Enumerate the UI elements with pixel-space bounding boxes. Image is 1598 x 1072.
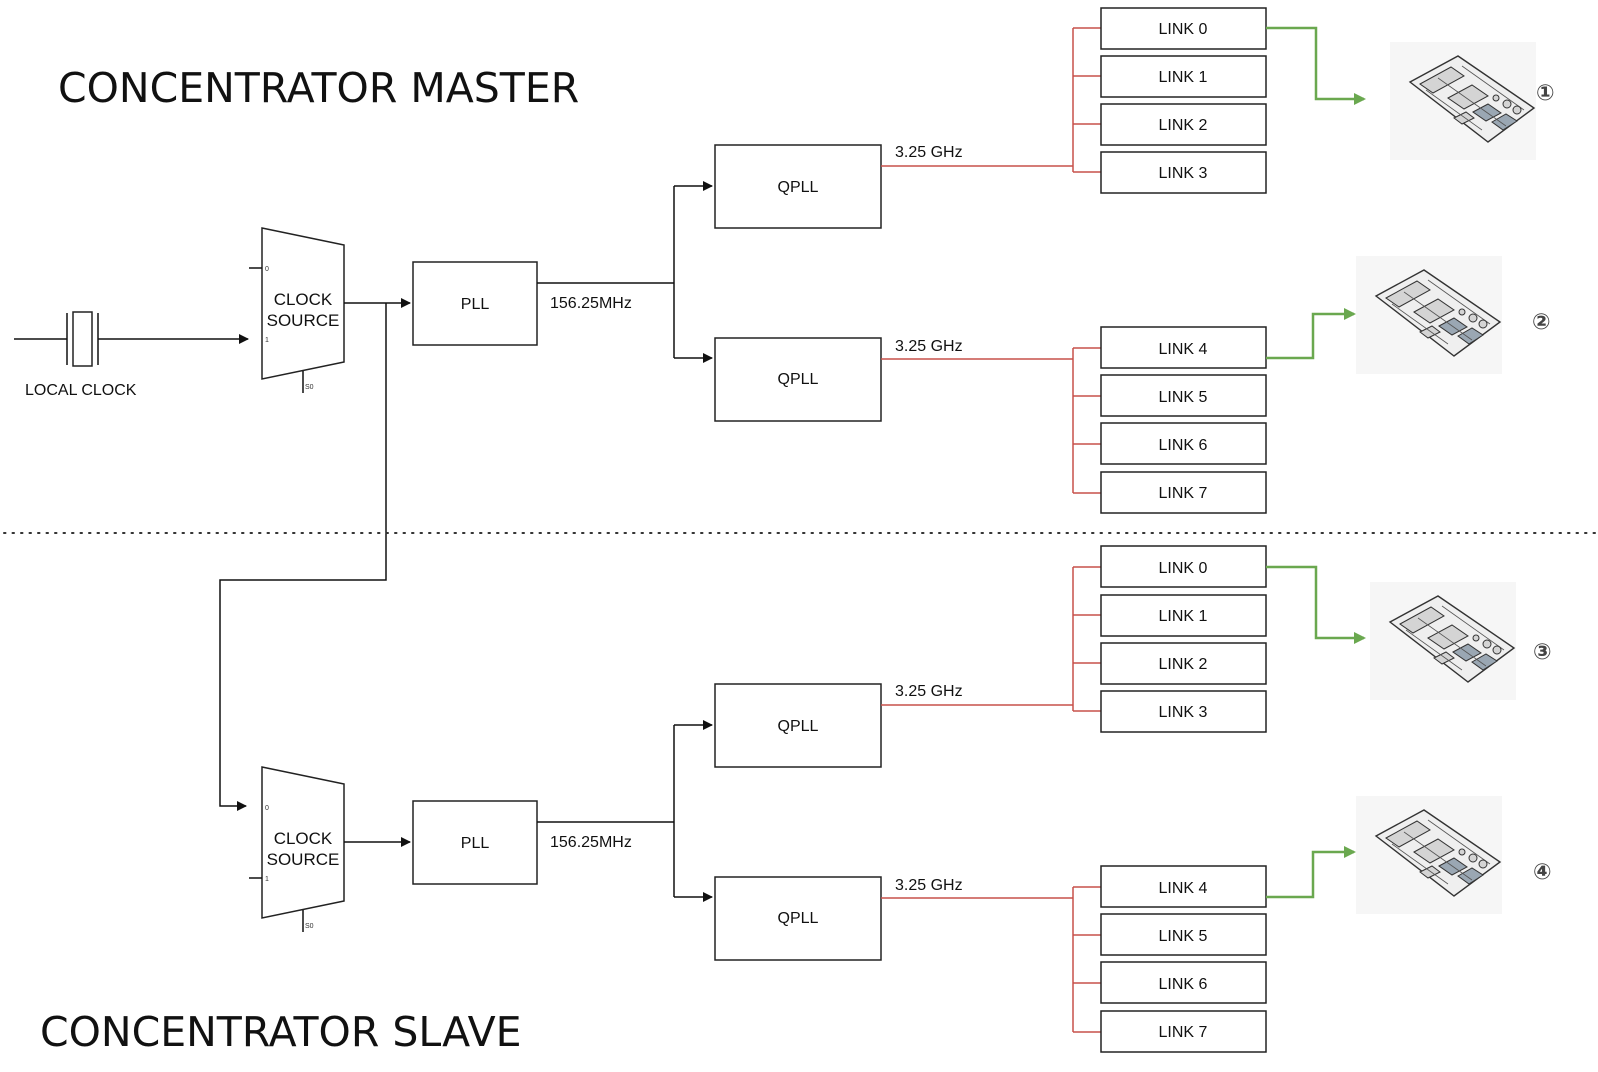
slave-qpll-bottom-freq: 3.25 GHz [895,877,963,894]
crystal-oscillator-icon [14,312,248,366]
slave-link-1: LINK 1 [1101,595,1266,636]
master-board-1-link [1266,28,1364,99]
slave-pll-label: PLL [461,835,490,852]
board-number-4: ④ [1533,860,1552,885]
master-mux-pin-0: 0 [265,266,269,273]
board-number-2: ② [1532,310,1551,335]
slave-board-3-link [1266,567,1364,638]
circuit-board-icon [1356,256,1502,374]
slave-qpll-bottom-label: QPLL [778,910,819,927]
slave-link-6: LINK 6 [1101,962,1266,1003]
slave-link-6-label: LINK 6 [1159,976,1208,993]
master-link-1-label: LINK 1 [1159,69,1208,86]
master-clock-source-label-2: SOURCE [267,311,340,330]
master-link-6: LINK 6 [1101,423,1266,464]
master-mux-pin-s0: S0 [305,384,314,391]
slave-link-2: LINK 2 [1101,643,1266,684]
master-link-2-label: LINK 2 [1159,117,1208,134]
slave-link-0-label: LINK 0 [1159,560,1208,577]
master-clock-source-mux: 0 1 S0 CLOCK SOURCE [249,228,344,393]
master-clock-source-label-1: CLOCK [274,290,333,309]
slave-clock-source-label-2: SOURCE [267,850,340,869]
master-link-3: LINK 3 [1101,152,1266,193]
master-qpll-top-label: QPLL [778,179,819,196]
master-link-4-label: LINK 4 [1159,341,1208,358]
slave-link-5: LINK 5 [1101,914,1266,955]
master-board-2-link [1266,314,1354,358]
master-qpll-bottom-label: QPLL [778,371,819,388]
slave-pll-freq-label: 156.25MHz [550,834,632,851]
master-link-5-label: LINK 5 [1159,389,1208,406]
slave-title: CONCENTRATOR SLAVE [40,1008,522,1056]
slave-link-2-label: LINK 2 [1159,656,1208,673]
master-fanout-bottom [881,348,1101,493]
slave-fanout-bottom [881,887,1101,1032]
master-qpll-top-freq: 3.25 GHz [895,144,963,161]
master-link-1: LINK 1 [1101,56,1266,97]
slave-link-3: LINK 3 [1101,691,1266,732]
master-link-0-label: LINK 0 [1159,21,1208,38]
master-title: CONCENTRATOR MASTER [58,64,579,112]
master-link-4: LINK 4 [1101,327,1266,368]
slave-mux-pin-s0: S0 [305,923,314,930]
slave-link-4: LINK 4 [1101,866,1266,907]
master-link-7: LINK 7 [1101,472,1266,513]
local-clock-label: LOCAL CLOCK [25,382,137,399]
circuit-board-icon [1370,582,1516,700]
master-link-3-label: LINK 3 [1159,165,1208,182]
slave-clock-source-mux: 0 1 S0 CLOCK SOURCE [249,767,344,932]
master-qpll-bottom-freq: 3.25 GHz [895,338,963,355]
master-pll-label: PLL [461,296,490,313]
slave-link-1-label: LINK 1 [1159,608,1208,625]
slave-board-4-link [1266,852,1354,897]
slave-link-7: LINK 7 [1101,1011,1266,1052]
slave-link-7-label: LINK 7 [1159,1024,1208,1041]
master-link-2: LINK 2 [1101,104,1266,145]
slave-link-3-label: LINK 3 [1159,704,1208,721]
master-link-5: LINK 5 [1101,375,1266,416]
slave-link-0: LINK 0 [1101,546,1266,587]
slave-link-4-label: LINK 4 [1159,880,1208,897]
master-link-0: LINK 0 [1101,8,1266,49]
master-mux-pin-1: 1 [265,337,269,344]
slave-clock-source-label-1: CLOCK [274,829,333,848]
master-link-6-label: LINK 6 [1159,437,1208,454]
board-number-3: ③ [1533,640,1552,665]
slave-mux-pin-1: 1 [265,876,269,883]
slave-link-5-label: LINK 5 [1159,928,1208,945]
master-link-7-label: LINK 7 [1159,485,1208,502]
master-pll-freq-label: 156.25MHz [550,295,632,312]
slave-mux-pin-0: 0 [265,805,269,812]
circuit-board-icon [1356,796,1502,914]
board-number-1: ① [1536,81,1555,106]
circuit-board-icon [1390,42,1536,160]
slave-qpll-top-freq: 3.25 GHz [895,683,963,700]
slave-qpll-top-label: QPLL [778,718,819,735]
